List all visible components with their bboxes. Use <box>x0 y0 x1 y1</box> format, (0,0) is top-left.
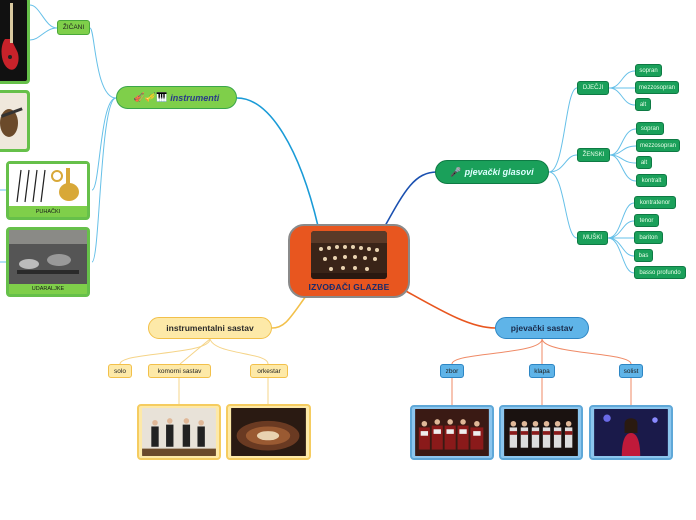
instruments-icon: 🎻🎺🎹 <box>133 92 168 102</box>
soloist-singer-image <box>594 409 668 456</box>
voice-item[interactable]: sopran <box>636 122 664 135</box>
zicani-node[interactable]: ŽIČANI <box>57 20 90 35</box>
ensemble-item[interactable]: solo <box>108 364 132 378</box>
voice-item[interactable]: sopran <box>635 64 662 77</box>
ensemble-item[interactable]: komorni sastav <box>148 364 211 378</box>
pjevacki-glasovi-node[interactable]: 🎤 pjevački glasovi <box>435 160 549 184</box>
muski-node[interactable]: MUŠKI <box>577 231 608 245</box>
voice-item[interactable]: alt <box>636 156 652 169</box>
chamber-ensemble-image-card[interactable] <box>137 404 221 460</box>
puhacki-label: PUHAČKI <box>35 209 61 215</box>
voice-item[interactable]: alt <box>635 98 651 111</box>
choir-image <box>415 409 489 456</box>
voice-item[interactable]: mezzosopran <box>635 81 679 94</box>
link-central-isastav <box>271 295 307 329</box>
zicani-label: ŽIČANI <box>62 24 85 31</box>
voice-item[interactable]: tenor <box>634 214 659 227</box>
puhacki-card[interactable]: PUHAČKI <box>6 161 90 220</box>
central-label: IZVOĐAČI GLAZBE <box>308 281 390 292</box>
instrumenti-node[interactable]: 🎻🎺🎹 instrumenti <box>116 86 237 109</box>
instrumentalni-sastav-node[interactable]: instrumentalni sastav <box>148 317 272 339</box>
electric-guitar-image <box>0 0 27 81</box>
choir-image-card[interactable] <box>410 405 494 460</box>
voice-item[interactable]: kontralt <box>636 174 667 187</box>
muski-label: MUŠKI <box>582 235 602 241</box>
violin-image-card[interactable] <box>0 90 30 152</box>
voice-item[interactable]: bas <box>634 249 653 262</box>
orchestra-hall-image <box>231 408 306 456</box>
klapa-image <box>504 409 578 456</box>
zenski-node[interactable]: ŽENSKI <box>577 148 610 162</box>
djecji-node[interactable]: DJEČJI <box>577 81 609 95</box>
ensemble-item[interactable]: orkestar <box>250 364 288 378</box>
guitar-image-card[interactable] <box>0 0 30 84</box>
vocal-group-item[interactable]: zbor <box>440 364 464 378</box>
wind-instruments-image <box>9 164 87 206</box>
udaraljke-card[interactable]: UDARALJKE <box>6 227 90 297</box>
udaraljke-label: UDARALJKE <box>31 286 65 292</box>
pjevacki-glasovi-label: pjevački glasovi <box>464 167 534 177</box>
klapa-image-card[interactable] <box>499 405 583 460</box>
central-topic[interactable]: IZVOĐAČI GLAZBE <box>288 224 410 298</box>
instrumenti-label: instrumenti <box>170 92 220 103</box>
orchestra-image-card[interactable] <box>226 404 311 460</box>
voice-item[interactable]: bariton <box>634 231 663 244</box>
link-central-psastav <box>403 289 496 329</box>
vocal-group-item[interactable]: klapa <box>529 364 555 378</box>
voice-item[interactable]: mezzosopran <box>636 139 680 152</box>
chamber-ensemble-image <box>142 408 216 456</box>
link-central-instrumenti <box>236 97 319 227</box>
percussion-image <box>9 230 87 284</box>
voice-item[interactable]: kontratenor <box>634 196 676 209</box>
instrumentalni-sastav-label: instrumentalni sastav <box>166 323 254 333</box>
string-instruments-image <box>0 93 27 149</box>
soloist-image-card[interactable] <box>589 405 673 460</box>
voice-item[interactable]: basso profundo <box>634 266 686 279</box>
pjevacki-sastav-node[interactable]: pjevački sastav <box>495 317 589 339</box>
djecji-label: DJEČJI <box>582 85 604 91</box>
vocal-group-item[interactable]: solist <box>619 364 643 378</box>
zenski-label: ŽENSKI <box>582 152 605 158</box>
pjevacki-sastav-label: pjevački sastav <box>510 323 574 333</box>
microphone-icon: 🎤 <box>450 166 462 177</box>
link-central-glasovi <box>384 171 438 227</box>
orchestra-photo <box>311 230 387 279</box>
